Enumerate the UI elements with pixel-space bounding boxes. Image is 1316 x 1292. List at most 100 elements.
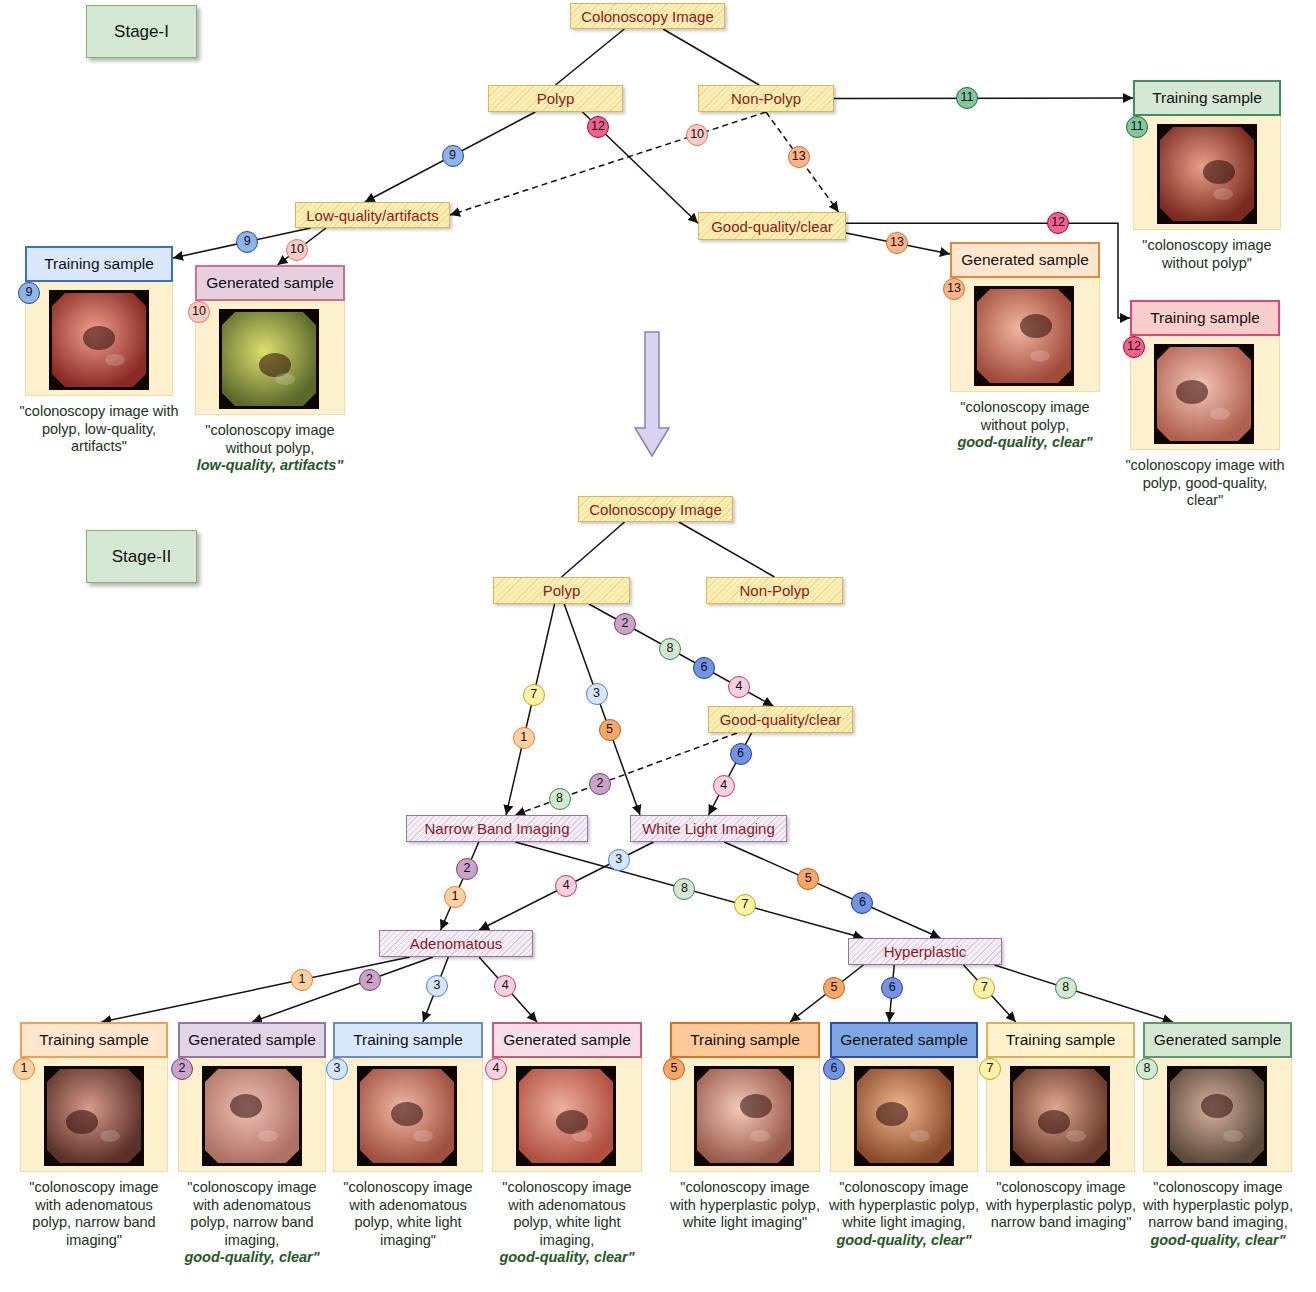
endoscopy-image: [854, 1066, 954, 1166]
image-frame: [357, 1066, 457, 1166]
image-highlight: [105, 354, 125, 366]
category-box: White Light Imaging: [630, 815, 787, 842]
callout-number: 8: [673, 878, 695, 900]
caption-emphasis: low-quality, artifacts": [187, 457, 353, 475]
category-box: Colonoscopy Image: [570, 3, 725, 29]
caption: "colonoscopy image with adenomatous poly…: [330, 1179, 486, 1249]
caption: "colonoscopy image with hyperplastic pol…: [667, 1179, 823, 1232]
sample-box: Training sample"colonoscopy image with a…: [333, 1022, 483, 1172]
endoscopy-image: [357, 1066, 457, 1166]
sample-box: Training sample"colonoscopy image with h…: [670, 1022, 820, 1172]
endoscopy-image: [1157, 124, 1257, 224]
stage-box: Stage-I: [86, 5, 197, 58]
caption: "colonoscopy image with adenomatous poly…: [174, 1179, 330, 1267]
sample-box: Generated sample"colonoscopy image with …: [1143, 1022, 1292, 1172]
caption-text: "colonoscopy image with adenomatous poly…: [174, 1179, 330, 1249]
caption-text: "colonoscopy image with adenomatous poly…: [489, 1179, 645, 1249]
callout-number: 4: [728, 676, 750, 698]
sample-box: Training sample"colonoscopy image with a…: [20, 1022, 168, 1172]
caption: "colonoscopy image with hyperplastic pol…: [1140, 1179, 1296, 1249]
caption: "colonoscopy image without polyp,good-qu…: [942, 399, 1108, 452]
callout-number: 11: [956, 87, 978, 109]
image-field: [519, 1069, 613, 1163]
connector: [663, 29, 759, 85]
stage-transition-arrow: [635, 332, 669, 456]
sample-header: Training sample: [986, 1022, 1135, 1058]
image-lumen: [876, 1102, 908, 1126]
connector: [724, 842, 940, 938]
callout-number: 1: [291, 969, 313, 991]
sample-box: Training sample"colonoscopy image withou…: [1133, 80, 1281, 230]
image-frame: [44, 1066, 144, 1166]
image-lumen: [1201, 1094, 1233, 1118]
node-label: Polyp: [543, 582, 581, 599]
image-frame: [854, 1066, 954, 1166]
caption-text: "colonoscopy image with hyperplastic pol…: [983, 1179, 1139, 1232]
callout-number: 4: [555, 875, 577, 897]
image-field: [857, 1069, 951, 1163]
category-box: Low-quality/artifacts: [295, 202, 450, 228]
endoscopy-image: [1154, 344, 1254, 444]
node-label: Good-quality/clear: [711, 218, 833, 235]
sample-box: Generated sample"colonoscopy image with …: [492, 1022, 642, 1172]
endoscopy-image: [694, 1066, 794, 1166]
image-field: [360, 1069, 454, 1163]
sample-header: Training sample: [1130, 300, 1280, 336]
node-label: Hyperplastic: [884, 943, 967, 960]
image-highlight: [275, 373, 295, 385]
image-lumen: [66, 1110, 98, 1134]
node-label: Stage-II: [112, 547, 172, 567]
image-field: [52, 293, 146, 387]
callout-number: 2: [359, 969, 381, 991]
callout-number: 3: [608, 849, 630, 871]
connector: [709, 733, 752, 815]
callout-number: 6: [851, 892, 873, 914]
connector: [583, 112, 699, 223]
callout-number: 11: [1126, 116, 1148, 138]
connector: [562, 522, 625, 577]
sample-header: Training sample: [1133, 80, 1281, 116]
endoscopy-image: [1010, 1066, 1110, 1166]
image-highlight: [1223, 1130, 1243, 1142]
category-box: Colonoscopy Image: [578, 496, 733, 522]
callout-number: 13: [886, 232, 908, 254]
callout-number: 3: [586, 683, 608, 705]
callout-number: 5: [797, 868, 819, 890]
callout-number: 7: [734, 894, 756, 916]
callout-number: 9: [18, 282, 40, 304]
callout-number: 2: [171, 1058, 193, 1080]
image-highlight: [1066, 1130, 1086, 1142]
image-field: [1157, 347, 1251, 441]
sample-box: Generated sample"colonoscopy image with …: [178, 1022, 326, 1172]
callout-number: 10: [286, 239, 308, 261]
connector: [834, 97, 1133, 99]
connector: [423, 957, 448, 1022]
connector: [101, 957, 409, 1022]
sample-box: Training sample"colonoscopy image with p…: [25, 246, 173, 396]
caption-text: "colonoscopy image without polyp,: [187, 422, 353, 457]
image-highlight: [100, 1130, 120, 1142]
connector: [589, 604, 773, 706]
category-box: Non-Polyp: [698, 85, 834, 112]
node-label: Non-Polyp: [739, 582, 809, 599]
image-frame: [1167, 1066, 1267, 1166]
category-box: Hyperplastic: [848, 938, 1002, 965]
sample-header: Generated sample: [492, 1022, 642, 1058]
category-box: Good-quality/clear: [708, 706, 853, 733]
sample-header: Generated sample: [950, 242, 1100, 278]
stage-box: Stage-II: [86, 530, 197, 583]
callout-number: 3: [426, 975, 448, 997]
connector: [515, 733, 737, 815]
callout-number: 2: [456, 858, 478, 880]
callout-number: 9: [442, 145, 464, 167]
image-highlight: [910, 1130, 930, 1142]
callout-number: 7: [523, 684, 545, 706]
caption: "colonoscopy image with polyp, good-qual…: [1125, 457, 1285, 510]
endoscopy-image: [516, 1066, 616, 1166]
image-highlight: [572, 1130, 592, 1142]
sample-header: Generated sample: [178, 1022, 326, 1058]
image-highlight: [1210, 408, 1230, 420]
image-lumen: [230, 1094, 262, 1118]
image-highlight: [1213, 188, 1233, 200]
connector: [964, 965, 1016, 1022]
